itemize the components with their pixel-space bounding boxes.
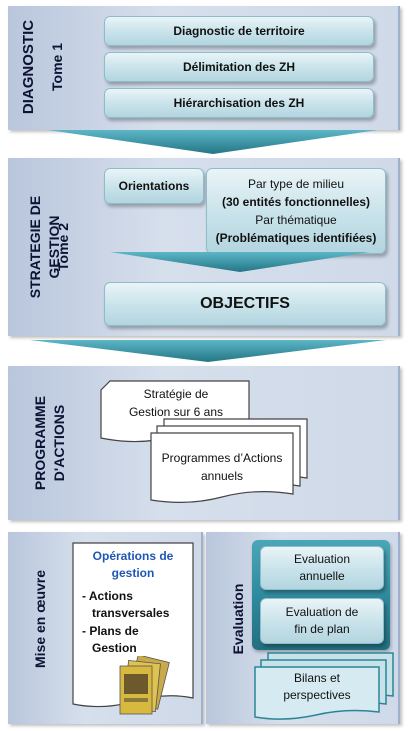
tome2-label: Tome 2 [55, 223, 71, 271]
evaluation-annuelle-line2: annuelle [299, 569, 345, 583]
evaluation-fin-plan-box: Evaluation de fin de plan [260, 598, 384, 644]
evaluation-title: Evaluation [230, 583, 246, 655]
delimitation-zh-label: Délimitation des ZH [182, 60, 295, 74]
detail-type-milieu: Par type de milieu [247, 177, 345, 191]
bilans-document-stack [254, 652, 394, 720]
bilans-line1: Bilans et [293, 671, 341, 685]
diagnostic-title: DIAGNOSTIC [20, 19, 37, 115]
programmes-document-stack [150, 418, 308, 503]
bilans-line2: perspectives [283, 688, 351, 702]
hierarchisation-zh-box: Hiérarchisation des ZH [104, 88, 374, 118]
strategie-doc-line1: Stratégie de [143, 387, 209, 401]
operations-heading-line2: gestion [111, 566, 155, 580]
operations-heading-line1: Opérations de [92, 549, 174, 563]
evaluation-fin-plan-line1: Evaluation de [285, 605, 359, 619]
strategie-doc-line2: Gestion sur 6 ans [128, 405, 224, 419]
diagnostic-territoire-box: Diagnostic de territoire [104, 16, 374, 46]
evaluation-fin-plan-line2: fin de plan [294, 622, 350, 636]
bullet-actions: - Actions [82, 589, 133, 603]
evaluation-annuelle-line1: Evaluation [293, 552, 351, 566]
objectifs-label: OBJECTIFS [200, 295, 290, 312]
programmes-doc-line2: annuels [200, 469, 244, 483]
detail-entites: (30 entités fonctionnelles) [221, 195, 371, 209]
detail-thematique: Par thématique [255, 213, 337, 227]
programme-title-line1: PROGRAMME [32, 395, 48, 491]
bullet-transversales: transversales [92, 606, 170, 620]
mise-en-oeuvre-title: Mise en œuvre [32, 569, 48, 669]
programmes-doc-line1: Programmes d’Actions [161, 451, 283, 465]
delimitation-zh-box: Délimitation des ZH [104, 52, 374, 82]
evaluation-annuelle-box: Evaluation annuelle [260, 546, 384, 590]
bullet-gestion: Gestion [92, 641, 137, 655]
detail-problematiques: (Problématiques identifiées) [215, 231, 377, 245]
booklets-image [119, 656, 170, 715]
hierarchisation-zh-label: Hiérarchisation des ZH [173, 96, 305, 110]
orientations-detail-box: Par type de milieu (30 entités fonctionn… [206, 168, 386, 254]
chevron-arrow-2 [30, 340, 386, 362]
objectifs-box: OBJECTIFS [104, 282, 386, 326]
bullet-plans-de: - Plans de [82, 624, 139, 638]
orientations-label: Orientations [118, 179, 190, 193]
strategie-title-line1: STRATEGIE DE [27, 195, 43, 299]
chevron-arrow-1 [48, 130, 378, 154]
programme-title-line2: D'ACTIONS [51, 404, 67, 482]
tome1-label: Tome 1 [49, 43, 65, 91]
orientations-box: Orientations [104, 168, 204, 204]
chevron-arrow-inner [110, 252, 370, 272]
diagnostic-territoire-label: Diagnostic de territoire [173, 24, 305, 38]
